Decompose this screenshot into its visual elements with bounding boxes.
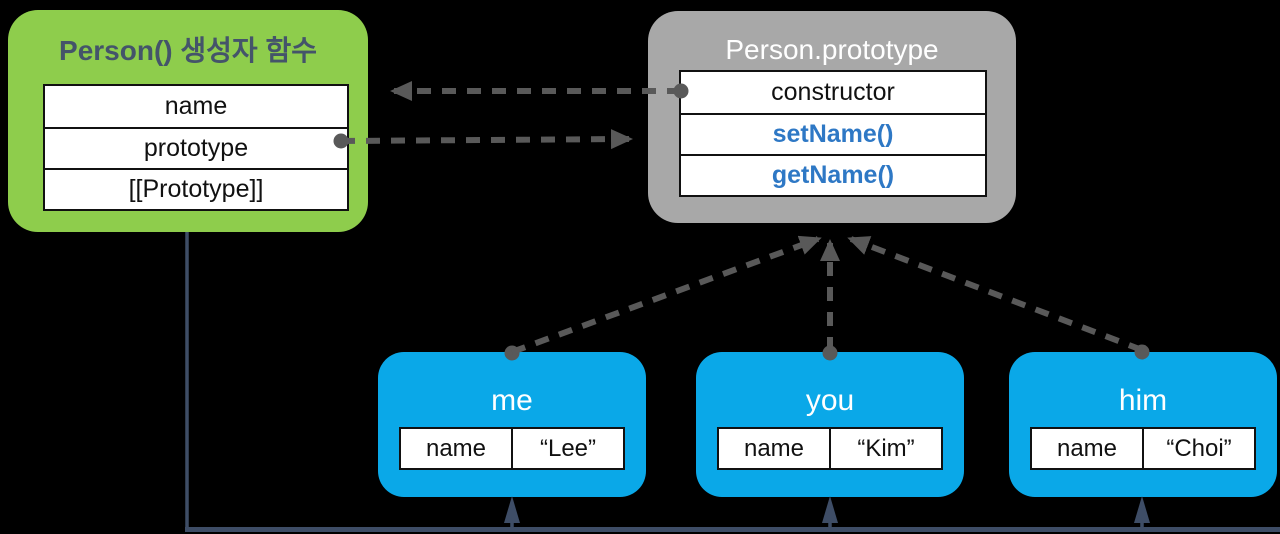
property-cell: name: [719, 429, 831, 468]
prototype-object-title: Person.prototype: [725, 34, 939, 65]
instance-table-you: name “Kim”: [717, 427, 943, 470]
instance-box-you: you name “Kim”: [696, 352, 964, 497]
constructor-function-title: Person() 생성자 함수: [59, 35, 317, 66]
instance-title-you: you: [805, 384, 855, 417]
instance-title-me: me: [491, 384, 533, 417]
property-cell: name: [401, 429, 513, 468]
him-proto-arrow: [847, 236, 1150, 360]
property-cell: name: [1032, 429, 1144, 468]
instance-title-him: him: [1118, 384, 1168, 417]
instance-box-me: me name “Lee”: [378, 352, 646, 497]
prototype-object-box: Person.prototype constructor setName() g…: [648, 11, 1016, 223]
func-prototype-arrow: [333, 129, 633, 150]
instance-table-me: name “Lee”: [399, 427, 625, 470]
constructor-function-table: name prototype [[Prototype]]: [43, 84, 349, 211]
me-proto-arrow: [504, 235, 822, 361]
value-cell: “Choi”: [1166, 434, 1232, 462]
prototype-object-table: constructor setName() getName(): [679, 70, 987, 197]
value-cell: “Lee”: [539, 434, 597, 462]
table-row-constructor: constructor: [771, 78, 895, 106]
proto-constructor-arrow: [390, 81, 689, 101]
table-row-name: name: [164, 92, 228, 120]
constructor-function-box: Person() 생성자 함수 name prototype [[Prototy…: [8, 10, 368, 232]
table-row-setname: setName(): [681, 113, 985, 154]
table-row-getname: getName(): [681, 154, 985, 195]
table-row-internal-prototype: [[Prototype]]: [45, 168, 347, 209]
instance-table-him: name “Choi”: [1030, 427, 1256, 470]
table-row-prototype: prototype: [45, 127, 347, 168]
instance-box-him: him name “Choi”: [1009, 352, 1277, 497]
value-cell: “Kim”: [857, 434, 915, 462]
you-proto-arrow: [820, 239, 840, 361]
